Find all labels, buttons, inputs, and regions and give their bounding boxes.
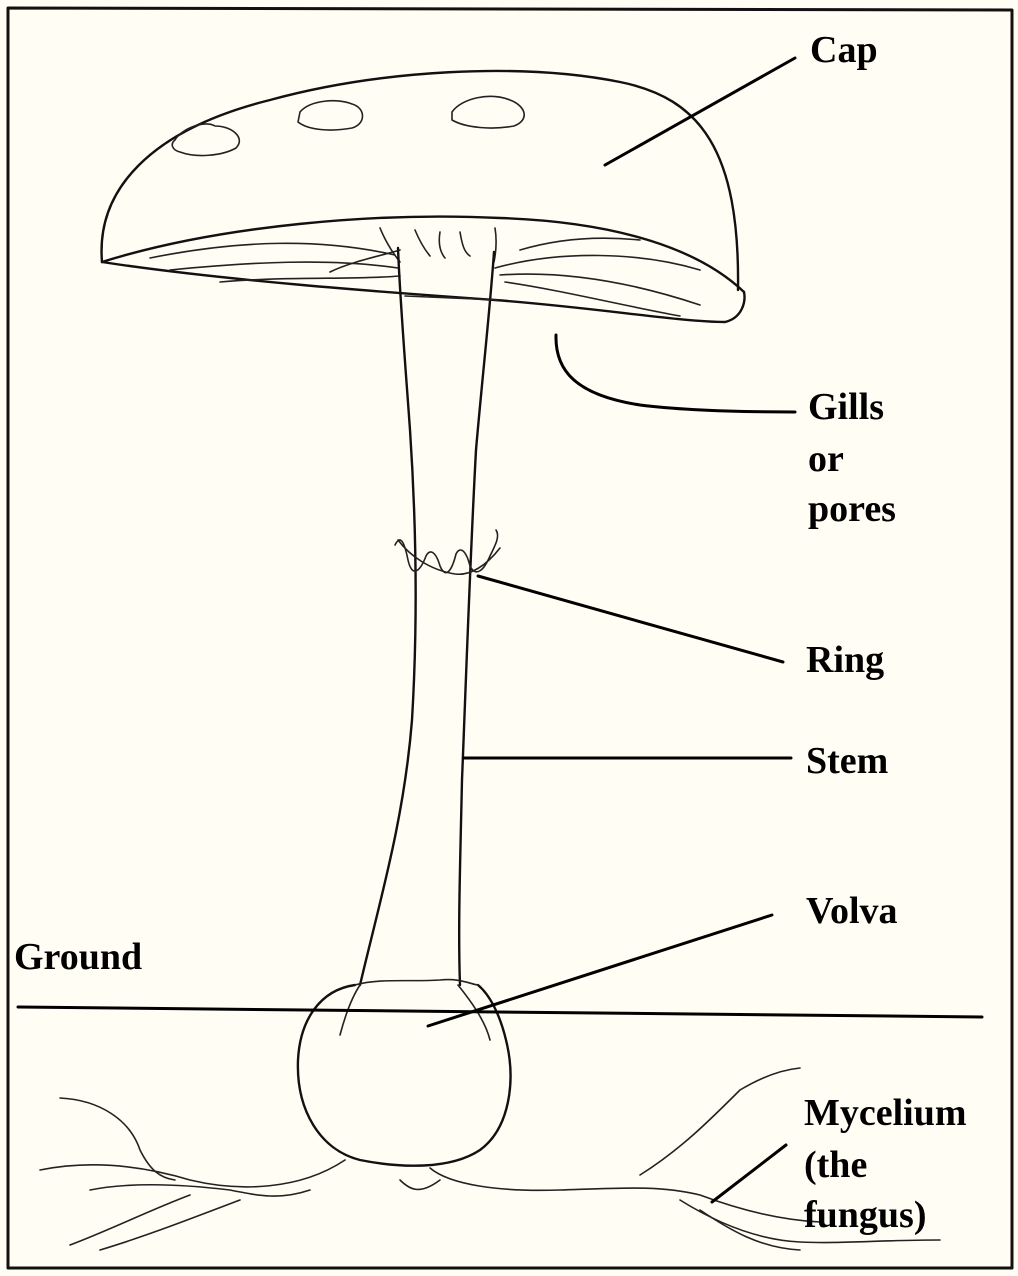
mushroom-ring [395, 530, 500, 574]
volva-leader [428, 915, 772, 1026]
cap-label: Cap [810, 25, 878, 75]
mushroom-gills [150, 228, 700, 316]
gills-leader [556, 335, 795, 412]
cap-leader [605, 58, 795, 165]
mushroom-stem [340, 248, 498, 1035]
ground-label: Ground [14, 932, 142, 982]
mushroom-cap [102, 71, 745, 322]
gills-label-line1: Gills [808, 382, 884, 432]
ground-line [18, 1007, 982, 1017]
ring-leader [478, 576, 783, 662]
mycelium-label-line3: fungus) [804, 1190, 927, 1240]
cap-spot [452, 96, 524, 128]
stem-label: Stem [806, 736, 888, 786]
gills-label-line3: pores [808, 484, 896, 534]
cap-spot [298, 101, 363, 130]
gills-label-line2: or [808, 434, 844, 484]
volva-label: Volva [806, 886, 898, 936]
cap-spot [172, 124, 239, 156]
mycelium-label-line2: (the [804, 1140, 867, 1190]
mushroom-volva [298, 980, 511, 1166]
mycelium-label-line1: Mycelium [804, 1088, 967, 1138]
ring-label: Ring [806, 635, 884, 685]
mycelium-leader [712, 1145, 786, 1202]
